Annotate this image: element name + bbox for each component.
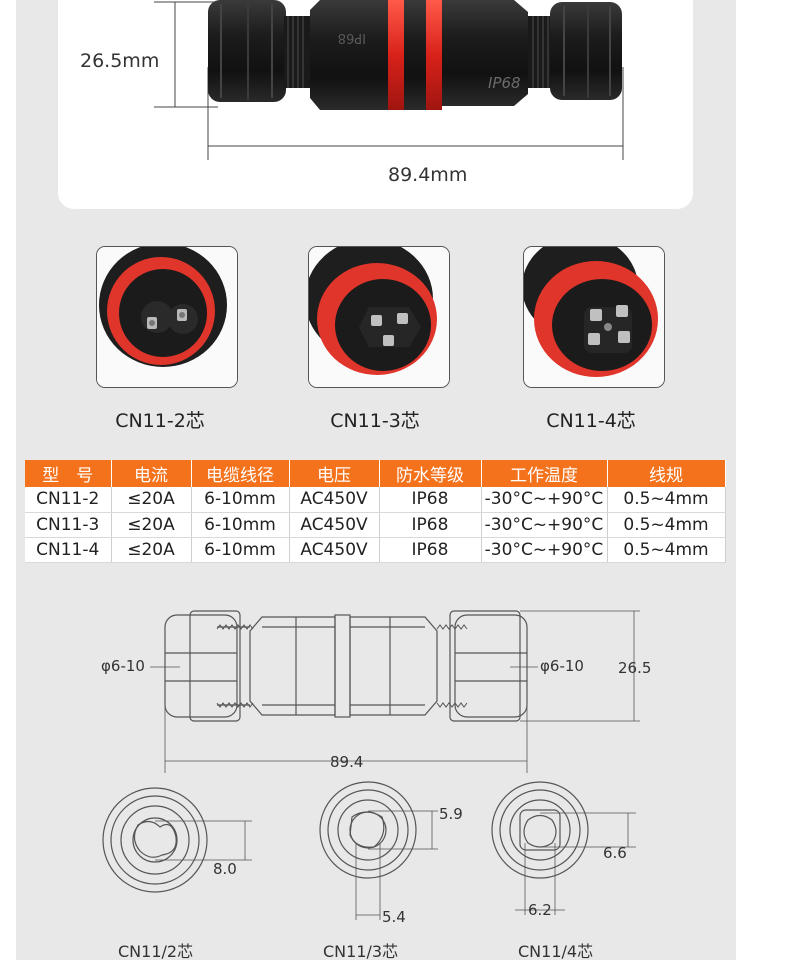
face1-label: CN11/2芯 [118,942,193,960]
cell-model: CN11-2 [25,487,112,513]
variant-thumb-3pin [308,246,450,388]
face2-label: CN11/3芯 [323,942,398,960]
right-cable-diameter: φ6-10 [540,657,584,675]
technical-drawing: φ6-10 φ6-10 26.5 89.4 [101,610,651,960]
drawing-height-label: 26.5 [618,659,651,677]
cell-temperature: -30°C~+90°C [481,512,608,538]
cell-wire-gauge: 0.5~4mm [607,512,726,538]
cell-cable-diameter: 6-10mm [191,537,290,563]
variant-thumb-4pin [523,246,665,388]
cell-model: CN11-4 [25,537,112,563]
cell-temperature: -30°C~+90°C [481,487,608,513]
spec-table: 型 号 电流 电缆线径 电压 防水等级 工作温度 线规 CN11-2 ≤20A … [25,460,726,563]
body-mark-right: IP68 [488,74,521,92]
cell-current: ≤20A [111,512,192,538]
length-dimension-label: 89.4mm [388,164,468,186]
face1-dim: 8.0 [213,860,237,878]
header-temperature: 工作温度 [481,460,608,487]
cell-waterproof: IP68 [379,537,482,563]
cell-model: CN11-3 [25,512,112,538]
table-row: CN11-3 ≤20A 6-10mm AC450V IP68 -30°C~+90… [25,512,726,538]
face2-dim-b: 5.4 [382,908,406,926]
header-waterproof: 防水等级 [379,460,482,487]
header-model: 型 号 [25,460,112,487]
header-voltage: 电压 [289,460,380,487]
table-row: CN11-4 ≤20A 6-10mm AC450V IP68 -30°C~+90… [25,537,726,563]
cell-current: ≤20A [111,487,192,513]
cell-waterproof: IP68 [379,487,482,513]
cell-voltage: AC450V [289,512,380,538]
connector-photo-card: IP68 IP68 26.5mm 89.4mm [58,0,693,209]
table-row: CN11-2 ≤20A 6-10mm AC450V IP68 -30°C~+90… [25,487,726,513]
cell-temperature: -30°C~+90°C [481,537,608,563]
variant-label-2pin: CN11-2芯 [115,410,205,432]
left-cable-diameter: φ6-10 [101,657,145,675]
cell-wire-gauge: 0.5~4mm [607,487,726,513]
cell-current: ≤20A [111,537,192,563]
body-mark-left: IP68 [338,30,366,45]
height-dimension-label: 26.5mm [80,50,160,72]
cell-cable-diameter: 6-10mm [191,512,290,538]
connector-photo: IP68 IP68 [154,0,624,160]
face2-dim-a: 5.9 [439,805,463,823]
variant-thumb-2pin [96,246,238,388]
header-current: 电流 [111,460,192,487]
drawing-length-label: 89.4 [330,753,363,771]
spec-table-header: 型 号 电流 电缆线径 电压 防水等级 工作温度 线规 [25,460,726,487]
cell-cable-diameter: 6-10mm [191,487,290,513]
variant-label-3pin: CN11-3芯 [330,410,420,432]
header-wire-gauge: 线规 [607,460,726,487]
face3-dim-b: 6.2 [528,901,552,919]
cell-wire-gauge: 0.5~4mm [607,537,726,563]
face3-dim-a: 6.6 [603,844,627,862]
cell-voltage: AC450V [289,537,380,563]
header-cable-diameter: 电缆线径 [191,460,290,487]
cell-waterproof: IP68 [379,512,482,538]
face3-label: CN11/4芯 [518,942,593,960]
variant-label-4pin: CN11-4芯 [546,410,636,432]
cell-voltage: AC450V [289,487,380,513]
